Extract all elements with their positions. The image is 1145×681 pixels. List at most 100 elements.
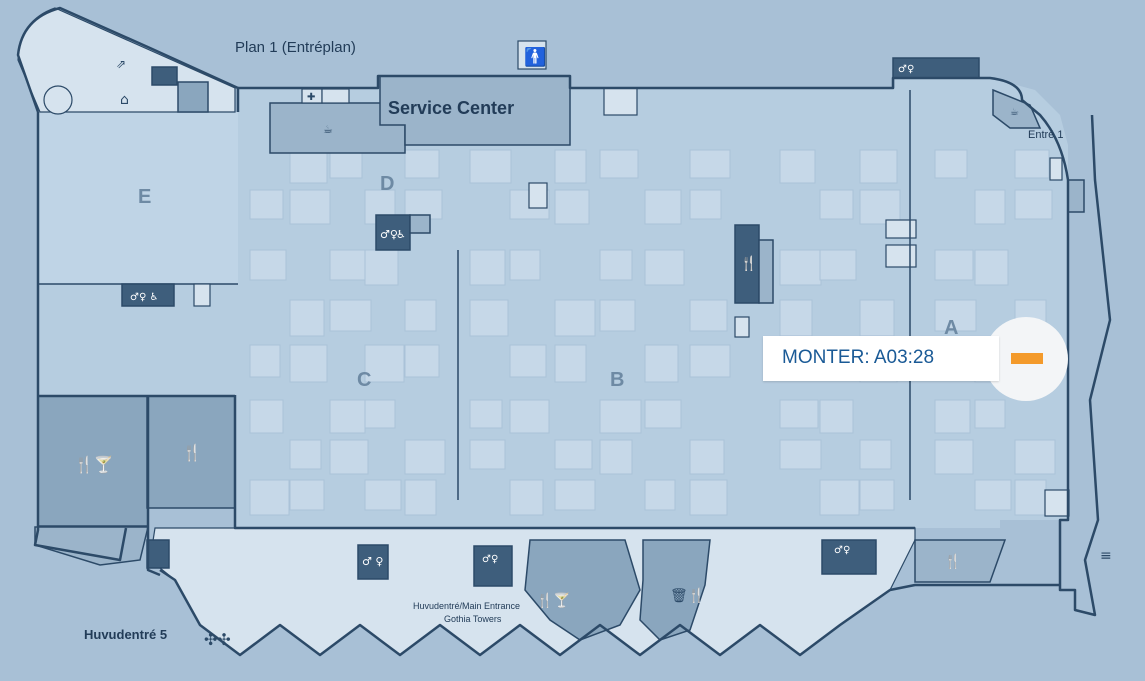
exhibitor-booth[interactable] — [934, 249, 974, 281]
exhibitor-booth[interactable] — [249, 189, 284, 220]
exhibitor-booth[interactable] — [599, 149, 639, 179]
exhibitor-booth[interactable] — [469, 249, 506, 286]
exhibitor-booth[interactable] — [934, 149, 968, 179]
exhibitor-booth[interactable] — [404, 344, 440, 378]
exhibitor-booth[interactable] — [289, 189, 331, 225]
exhibitor-booth[interactable] — [364, 399, 396, 429]
exhibitor-booth[interactable] — [644, 479, 676, 511]
exhibitor-booth[interactable] — [689, 439, 725, 475]
booth-marker[interactable] — [1011, 353, 1043, 364]
exhibitor-booth[interactable] — [249, 249, 287, 281]
exhibitor-booth[interactable] — [404, 439, 446, 475]
exhibitor-booth[interactable] — [509, 479, 544, 516]
exhibitor-booth[interactable] — [859, 189, 901, 225]
exhibitor-booth[interactable] — [249, 344, 281, 378]
exhibitor-booth[interactable] — [404, 149, 440, 179]
exhibitor-booth[interactable] — [779, 439, 822, 470]
exhibitor-booth[interactable] — [779, 249, 822, 286]
exhibitor-booth[interactable] — [819, 399, 854, 434]
service-center[interactable] — [269, 40, 638, 154]
toilet-block-e[interactable] — [121, 283, 211, 307]
exhibitor-booth[interactable] — [644, 399, 682, 429]
exhibitor-booth[interactable] — [364, 479, 402, 511]
exhibitor-booth[interactable] — [779, 149, 816, 184]
exhibitor-booth[interactable] — [404, 189, 443, 220]
restaurant-left[interactable] — [34, 395, 236, 566]
exhibitor-booth[interactable] — [329, 299, 372, 332]
exhibitor-booth[interactable] — [249, 399, 284, 434]
exhibitor-booth[interactable] — [599, 399, 642, 434]
exhibitor-booth[interactable] — [599, 299, 636, 332]
exhibitor-booth[interactable] — [469, 299, 509, 337]
exhibitor-booth[interactable] — [689, 299, 728, 332]
exhibitor-booth[interactable] — [469, 399, 503, 429]
exhibitor-booth[interactable] — [554, 189, 590, 225]
exhibitor-booth[interactable] — [1014, 189, 1053, 220]
north-east-corner[interactable] — [892, 57, 1085, 517]
exhibitor-booth[interactable] — [554, 344, 587, 383]
exhibitor-booth[interactable] — [554, 439, 593, 470]
exhibitor-booth[interactable] — [779, 399, 819, 429]
exhibitor-booth[interactable] — [289, 479, 325, 511]
exhibitor-booth[interactable] — [554, 479, 596, 511]
exhibitor-booth[interactable] — [469, 439, 506, 470]
exhibitor-booth[interactable] — [364, 344, 405, 383]
north-west-pavilion[interactable] — [17, 7, 236, 115]
exhibitor-booth[interactable] — [644, 189, 682, 225]
exhibitor-booth[interactable] — [599, 249, 633, 281]
exhibitor-booth[interactable] — [289, 439, 322, 470]
cafe-icon: ☕ — [323, 123, 333, 136]
exhibitor-booth[interactable] — [509, 249, 541, 281]
exhibitor-booth[interactable] — [289, 149, 328, 184]
exhibitor-booth[interactable] — [644, 344, 679, 383]
exhibitor-booth[interactable] — [289, 344, 328, 383]
exhibitor-booth[interactable] — [1014, 149, 1050, 179]
exhibitor-booth[interactable] — [404, 299, 437, 332]
exhibitor-booth[interactable] — [249, 479, 290, 516]
exhibitor-booth[interactable] — [1014, 479, 1047, 516]
exhibitor-booth[interactable] — [974, 479, 1012, 511]
restaurant-icon: 🍴 — [944, 553, 961, 570]
exhibitor-booth[interactable] — [329, 399, 366, 434]
exhibitor-booth[interactable] — [404, 479, 437, 516]
exhibitor-booth[interactable] — [689, 149, 731, 179]
exhibitor-booth[interactable] — [934, 399, 971, 434]
restaurant-b[interactable] — [734, 219, 917, 338]
south-arcade[interactable] — [146, 527, 1007, 656]
exhibitor-booth[interactable] — [599, 439, 633, 475]
toilet-block-d[interactable] — [375, 182, 548, 251]
exhibitor-booth[interactable] — [329, 149, 363, 179]
exhibitor-booth[interactable] — [819, 479, 860, 516]
exhibitor-booth[interactable] — [689, 344, 731, 378]
exhibitor-booth[interactable] — [859, 149, 898, 184]
exhibitor-booth[interactable] — [364, 249, 399, 286]
exhibitor-booth[interactable] — [859, 479, 895, 511]
exhibitor-booth[interactable] — [644, 249, 685, 286]
hall-e-area[interactable] — [38, 112, 238, 285]
exhibitor-booth[interactable] — [974, 249, 1009, 286]
exhibitor-booth[interactable] — [289, 299, 325, 337]
exhibitor-booth[interactable] — [859, 299, 895, 337]
exhibitor-booth[interactable] — [779, 299, 813, 337]
exhibitor-booth[interactable] — [469, 149, 512, 184]
exhibitor-booth[interactable] — [509, 399, 550, 434]
service-center-label[interactable]: Service Center — [388, 98, 514, 118]
exhibitor-booth[interactable] — [329, 439, 369, 475]
exhibitor-booth[interactable] — [554, 299, 596, 337]
exhibitor-booth[interactable] — [819, 189, 854, 220]
exhibitor-booth[interactable] — [509, 344, 547, 378]
exhibitor-booth[interactable] — [974, 399, 1006, 429]
booth-popup[interactable]: MONTER: A03:28 — [763, 336, 999, 381]
map-icons: 🚹 ♂♀ ♿ ♂♀ ♿ ♂♀ ♂♀ ♂ ♀ ♂♀ 🍴 🍴🍸 🍴 🍴 🍴🍸 🗑🍴 … — [74, 46, 1112, 649]
exhibitor-booth[interactable] — [1014, 439, 1056, 475]
exhibitor-booth[interactable] — [819, 249, 857, 281]
exhibitor-booth[interactable] — [934, 299, 977, 332]
exhibitor-booth[interactable] — [689, 189, 722, 220]
exhibitor-booth[interactable] — [859, 439, 892, 470]
exhibitor-booth[interactable] — [689, 479, 728, 516]
exhibitor-booth[interactable] — [329, 249, 369, 281]
exhibitor-booth[interactable] — [554, 149, 587, 184]
exhibitor-booth[interactable] — [974, 189, 1006, 225]
exhibitor-booth[interactable] — [934, 439, 974, 475]
